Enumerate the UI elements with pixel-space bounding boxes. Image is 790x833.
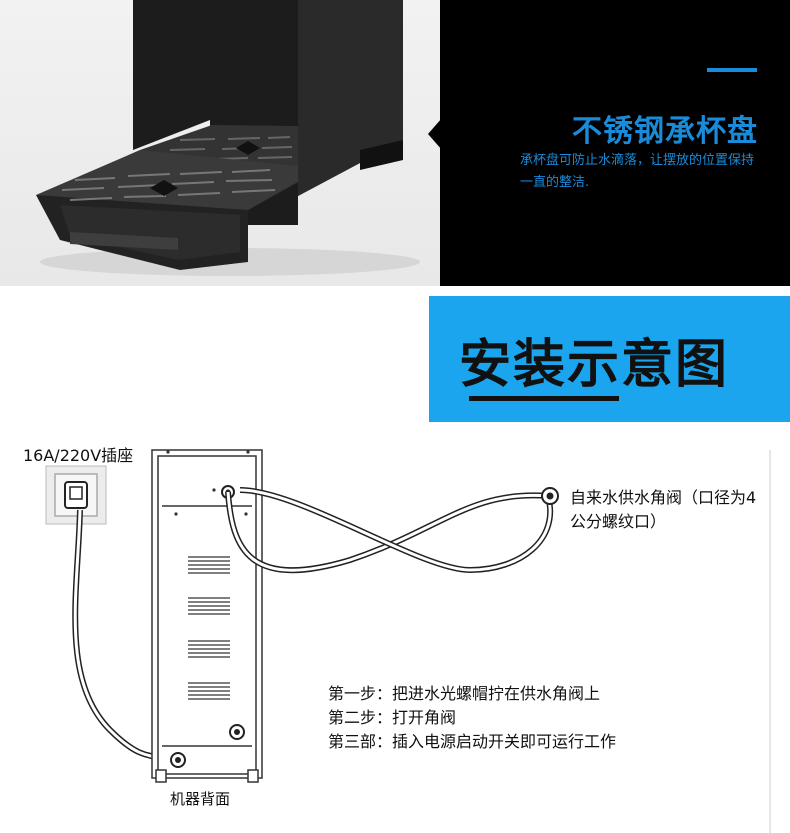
- drip-tray-illustration: [36, 0, 420, 276]
- power-port-icon: [170, 752, 186, 768]
- callout-arrow: [428, 118, 442, 150]
- installation-diagram: 16A/220V插座 自来水供水角阀（口径为4公分螺纹口） 机器背面 第一步：把…: [0, 430, 790, 833]
- wall-socket-icon: [45, 465, 107, 525]
- machine-back-icon: [151, 449, 263, 783]
- feature-title: 不锈钢承杯盘: [572, 114, 758, 149]
- drip-tray-photo: [0, 0, 440, 286]
- installation-steps: 第一步：把进水光螺帽拧在供水角阀上 第二步：打开角阀 第三部：插入电源启动开关即…: [328, 682, 616, 754]
- installation-drawing: [45, 449, 771, 833]
- vent-grille: [188, 556, 230, 700]
- step-item: 第一步：把进水光螺帽拧在供水角阀上: [328, 684, 601, 703]
- install-title: 安装示意图: [459, 335, 730, 395]
- install-diagram-banner: 安装示意图: [429, 296, 790, 422]
- feature-description: 承杯盘可防止水滴落，让摆放的位置保持一直的整洁.: [520, 153, 755, 190]
- drip-tray-feature-section: 不锈钢承杯盘 承杯盘可防止水滴落，让摆放的位置保持一直的整洁.: [0, 0, 790, 286]
- lower-tray-diamond: [150, 180, 178, 196]
- install-title-underline: [469, 396, 619, 401]
- water-hose: [225, 491, 549, 574]
- valve-label: 自来水供水角阀（口径为4公分螺纹口）: [570, 488, 757, 531]
- lower-tray-slots: [61, 169, 276, 201]
- angle-valve-icon: [541, 487, 559, 505]
- feature-callout-panel: [440, 0, 790, 286]
- machine-screws: [166, 450, 250, 516]
- callout-accent-line: [707, 68, 757, 72]
- upper-tray-diamond: [236, 141, 260, 155]
- machine-back-label: 机器背面: [170, 790, 231, 808]
- step-item: 第二步：打开角阀: [328, 708, 457, 727]
- power-switch-icon: [229, 724, 245, 740]
- socket-label: 16A/220V插座: [23, 446, 134, 465]
- step-item: 第三部：插入电源启动开关即可运行工作: [328, 732, 617, 751]
